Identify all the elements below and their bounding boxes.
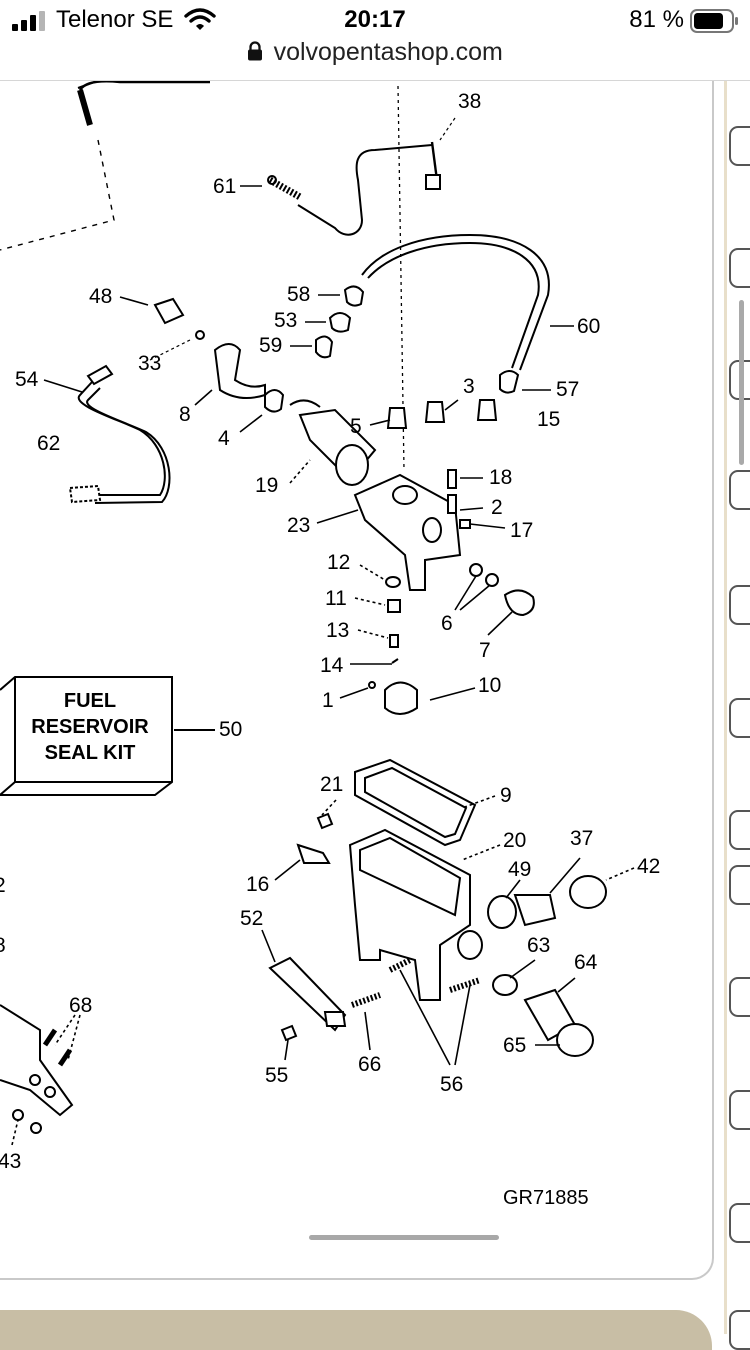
url-text[interactable]: volvopentashop.com bbox=[273, 38, 503, 66]
side-tab-button-11[interactable] bbox=[729, 1203, 750, 1243]
side-tab-button-9[interactable] bbox=[729, 977, 750, 1017]
callout-8: 8 bbox=[179, 403, 191, 426]
side-tab-button-8[interactable] bbox=[729, 865, 750, 905]
callout-20: 20 bbox=[503, 829, 526, 852]
wifi-icon bbox=[184, 8, 216, 30]
callout-57: 57 bbox=[556, 378, 579, 401]
parts-diagram: 38 61 58 53 59 60 48 33 54 8 4 5 3 57 15… bbox=[0, 81, 660, 1209]
home-indicator bbox=[309, 1235, 499, 1240]
callout-56: 56 bbox=[440, 1073, 463, 1096]
callout-53: 53 bbox=[274, 309, 297, 332]
callout-18: 18 bbox=[489, 466, 512, 489]
callout-3: 3 bbox=[463, 375, 475, 398]
part-10-cap bbox=[384, 681, 418, 715]
callout-21: 21 bbox=[320, 773, 343, 796]
url-divider bbox=[0, 80, 750, 81]
address-bar[interactable]: volvopentashop.com bbox=[0, 36, 750, 76]
callout-14: 14 bbox=[320, 654, 344, 677]
callout-54: 54 bbox=[15, 368, 39, 391]
callout-50: 50 bbox=[219, 718, 242, 741]
callout-17: 17 bbox=[510, 519, 533, 542]
part-60-hose bbox=[361, 233, 550, 371]
callout-19: 19 bbox=[255, 474, 278, 497]
drawing-code: GR71885 bbox=[503, 1187, 589, 1209]
kit-label-line-3: SEAL KIT bbox=[45, 742, 136, 764]
callout-left-2: 2 bbox=[0, 874, 6, 897]
signal-icon bbox=[12, 11, 45, 31]
side-tab-button-1[interactable] bbox=[729, 126, 750, 166]
callout-9: 9 bbox=[500, 784, 512, 807]
callout-49: 49 bbox=[508, 858, 531, 881]
status-bar: Telenor SE 20:17 81 % bbox=[0, 0, 750, 42]
content-frame bbox=[0, 81, 714, 1280]
battery-icon bbox=[690, 9, 738, 33]
callout-13: 13 bbox=[326, 619, 349, 642]
carrier-name: Telenor SE bbox=[56, 6, 174, 33]
callout-left-8: 8 bbox=[0, 934, 6, 957]
seal-kit-box bbox=[0, 676, 215, 796]
callout-7: 7 bbox=[479, 639, 491, 662]
callout-62: 62 bbox=[37, 432, 60, 455]
callout-43: 43 bbox=[0, 1150, 21, 1173]
callout-64: 64 bbox=[574, 951, 598, 974]
battery-percent: 81 % bbox=[629, 6, 684, 33]
kit-label-line-2: RESERVOIR bbox=[31, 716, 149, 738]
callout-1: 1 bbox=[322, 689, 334, 712]
callout-58: 58 bbox=[287, 283, 310, 306]
callout-42: 42 bbox=[637, 855, 660, 878]
callout-6: 6 bbox=[441, 612, 453, 635]
callout-48: 48 bbox=[89, 285, 112, 308]
lock-icon bbox=[248, 41, 263, 61]
callout-4: 4 bbox=[218, 427, 230, 450]
side-tab-button-6[interactable] bbox=[729, 698, 750, 738]
callout-55: 55 bbox=[265, 1064, 288, 1087]
side-tab-button-7[interactable] bbox=[729, 810, 750, 850]
side-tab-button-12[interactable] bbox=[729, 1310, 750, 1350]
clock: 20:17 bbox=[344, 6, 406, 33]
kit-label-line-1: FUEL bbox=[64, 690, 116, 712]
left-bracket bbox=[0, 1004, 74, 1117]
callout-2: 2 bbox=[491, 496, 503, 519]
callout-11: 11 bbox=[325, 587, 347, 610]
side-tab-button-2[interactable] bbox=[729, 248, 750, 288]
callout-12: 12 bbox=[327, 551, 350, 574]
callout-37: 37 bbox=[570, 827, 593, 850]
callout-52: 52 bbox=[240, 907, 263, 930]
callout-65: 65 bbox=[503, 1034, 526, 1057]
callout-16: 16 bbox=[246, 873, 269, 896]
part-37-sleeve bbox=[513, 894, 557, 927]
part-54-pipe bbox=[77, 381, 166, 496]
side-panel-rail bbox=[724, 81, 727, 1334]
side-tab-button-5[interactable] bbox=[729, 585, 750, 625]
part-9-gasket bbox=[354, 758, 477, 847]
side-tab-button-4[interactable] bbox=[729, 470, 750, 510]
scrollbar-thumb[interactable] bbox=[739, 300, 744, 465]
callout-33: 33 bbox=[138, 352, 161, 375]
callout-66: 66 bbox=[358, 1053, 381, 1076]
callout-60: 60 bbox=[577, 315, 600, 338]
callout-5: 5 bbox=[350, 415, 362, 438]
page-footer-strip bbox=[0, 1310, 712, 1350]
upper-hose bbox=[78, 81, 210, 91]
part-23-housing bbox=[353, 473, 462, 591]
part-38-hose bbox=[297, 144, 433, 236]
callout-10: 10 bbox=[478, 674, 501, 697]
callout-61: 61 bbox=[213, 175, 236, 198]
part-8-bracket bbox=[213, 343, 266, 400]
callout-15: 15 bbox=[537, 408, 560, 431]
side-tab-button-10[interactable] bbox=[729, 1090, 750, 1130]
callout-59: 59 bbox=[259, 334, 282, 357]
callout-68: 68 bbox=[69, 994, 92, 1017]
callout-63: 63 bbox=[527, 934, 550, 957]
callout-23: 23 bbox=[287, 514, 310, 537]
callout-38: 38 bbox=[458, 90, 481, 113]
